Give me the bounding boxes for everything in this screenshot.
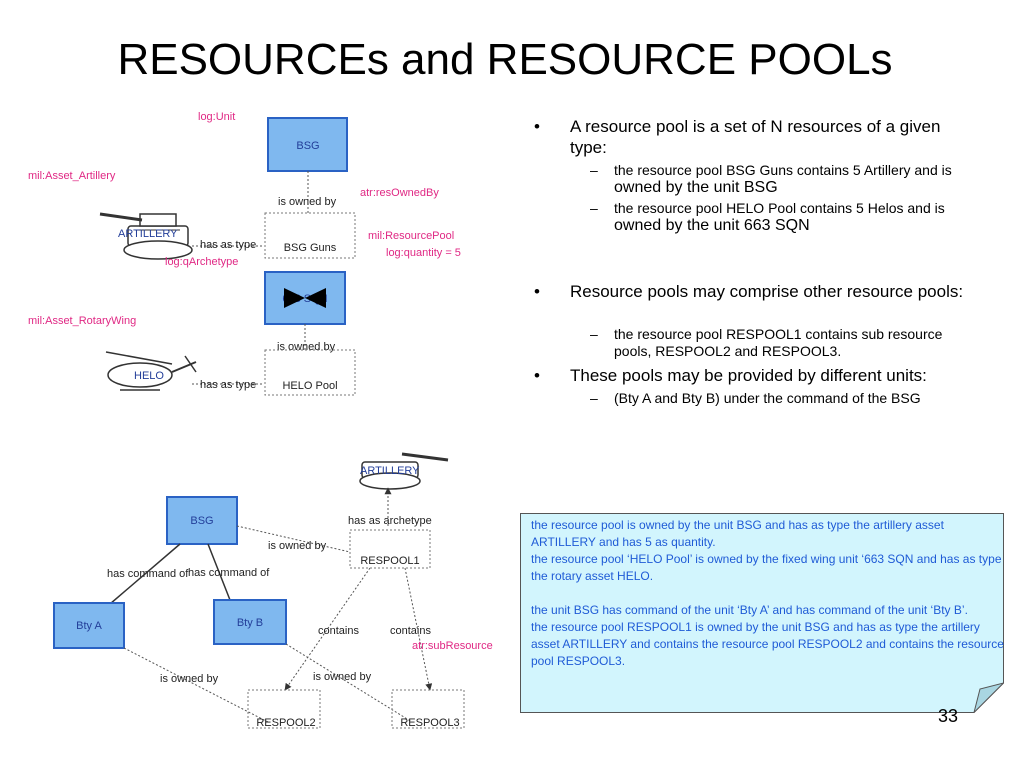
svg-text:RESPOOL1: RESPOOL1 <box>360 555 419 567</box>
edge-line <box>123 647 269 723</box>
resource-pool-diagram: log:Unit BSG is owned by mil:Asset_Artil… <box>28 111 493 729</box>
svg-text:BSG Guns: BSG Guns <box>284 242 337 254</box>
sub-bullet-2-1: – the resource pool RESPOOL1 contains su… <box>530 326 970 360</box>
top-node-helo-pool[interactable]: HELO Pool <box>264 349 356 396</box>
edge-label-has-type-1: has as type <box>200 239 256 251</box>
sub-bullet-1-1-text: the resource pool BSG Guns contains 5 Ar… <box>614 162 952 178</box>
bottom-node-respool1[interactable]: RESPOOL1 <box>349 529 431 569</box>
bottom-node-bsg[interactable]: BSG <box>166 496 238 545</box>
edge-label-command-b: has command of <box>188 567 270 579</box>
bullet-marker: • <box>534 282 540 301</box>
bottom-node-respool2[interactable]: RESPOOL2 <box>247 689 321 729</box>
label-artillery: ARTILLERY <box>118 228 178 240</box>
svg-text:Bty A: Bty A <box>76 620 102 632</box>
tank-icon-bottom <box>359 452 449 490</box>
top-annotation-log-unit: log:Unit <box>198 111 235 123</box>
svg-text:BSG: BSG <box>190 515 213 527</box>
sub-bullet-1-1-emphasis: owned by the unit BSG <box>614 179 778 196</box>
helicopter-icon <box>105 351 197 391</box>
edge-line <box>207 543 231 601</box>
sticky-note-shape <box>520 513 1004 713</box>
bullet-2: • Resource pools may comprise other reso… <box>530 281 970 302</box>
edge-line <box>285 643 413 723</box>
annotation-quantity: log:quantity = 5 <box>386 247 461 259</box>
sub-bullet-2-1-text: the resource pool RESPOOL1 contains sub … <box>614 326 943 359</box>
bullet-1: • A resource pool is a set of N resource… <box>530 116 970 158</box>
sub-bullet-1-2-emphasis: owned by the unit 663 SQN <box>614 217 810 234</box>
sub-bullet-3-1-text: (Bty A and Bty B) under the command of t… <box>614 390 921 406</box>
svg-text:HELO Pool: HELO Pool <box>282 380 337 392</box>
top-node-663-sqn[interactable]: 663 SQN <box>264 271 346 325</box>
edge-line <box>109 543 181 605</box>
top-node-bsg[interactable]: BSG <box>267 117 348 172</box>
sub-bullet-marker: – <box>590 326 598 342</box>
bottom-node-respool3[interactable]: RESPOOL3 <box>391 689 465 729</box>
edge-label-contains-2: contains <box>390 625 431 637</box>
annotation-archetype: log:qArchetype <box>165 256 238 268</box>
edge-label-owned-by-b: is owned by <box>313 671 372 683</box>
bullet-marker: • <box>534 366 540 385</box>
bullet-marker: • <box>534 117 540 136</box>
note-line-3 <box>531 585 1005 602</box>
annotation-res-owned-by: atr:resOwnedBy <box>360 187 439 199</box>
tank-icon <box>99 212 193 260</box>
label-artillery-bottom: ARTILLERY <box>360 465 420 477</box>
svg-text:BSG: BSG <box>296 140 319 152</box>
annotation-resource-pool: mil:ResourcePool <box>368 230 454 242</box>
annotation-sub-resource: atr:subResource <box>412 640 493 652</box>
svg-text:RESPOOL2: RESPOOL2 <box>256 717 315 729</box>
edge-label-owned-by-top: is owned by <box>268 540 327 552</box>
slide-title: RESOURCEs and RESOURCE POOLs <box>117 35 893 84</box>
bullet-1-text: A resource pool is a set of N resources … <box>570 117 941 157</box>
sub-bullet-marker: – <box>590 200 598 216</box>
svg-text:Bty B: Bty B <box>237 617 263 629</box>
top-node-bsg-guns[interactable]: BSG Guns <box>264 212 356 259</box>
bullet-3-text: These pools may be provided by different… <box>570 366 927 385</box>
edge-line <box>284 567 371 691</box>
edge-line <box>404 567 433 691</box>
edge-label-command-a: has command of <box>107 568 189 580</box>
edge-label-owned-by-1: is owned by <box>278 196 337 208</box>
sub-bullet-1-2: – the resource pool HELO Pool contains 5… <box>530 200 970 234</box>
annotation-asset-rotarywing: mil:Asset_RotaryWing <box>28 315 136 327</box>
edge-line <box>236 525 351 553</box>
sticky-note: the resource pool is owned by the unit B… <box>520 513 1004 713</box>
sub-bullet-3-1: – (Bty A and Bty B) under the command of… <box>530 390 970 407</box>
note-line-5: the resource pool RESPOOL1 is owned by t… <box>531 620 1004 668</box>
sub-bullet-marker: – <box>590 162 598 178</box>
edge-label-contains-1: contains <box>318 625 359 637</box>
edge-label-has-archetype: has as archetype <box>348 515 432 527</box>
bottom-node-bty-b[interactable]: Bty B <box>213 599 287 645</box>
edge-label-has-type-2: has as type <box>200 379 256 391</box>
sticky-note-text: the resource pool is owned by the unit B… <box>531 517 1005 670</box>
sub-bullet-1-1: – the resource pool BSG Guns contains 5 … <box>530 162 970 196</box>
annotation-asset-artillery: mil:Asset_Artillery <box>28 170 116 182</box>
note-line-1: the resource pool is owned by the unit B… <box>531 518 944 549</box>
sub-bullet-1-2-text: the resource pool HELO Pool contains 5 H… <box>614 200 945 216</box>
note-line-4: the unit BSG has command of the unit ‘Bt… <box>531 603 968 617</box>
svg-text:RESPOOL3: RESPOOL3 <box>400 717 459 729</box>
label-helo: HELO <box>134 370 164 382</box>
bottom-node-bty-a[interactable]: Bty A <box>53 602 125 649</box>
sub-bullet-marker: – <box>590 390 598 406</box>
svg-text:log:Unit: log:Unit <box>198 111 235 123</box>
note-line-2: the resource pool ‘HELO Pool’ is owned b… <box>531 552 1002 583</box>
edge-label-owned-by-a: is owned by <box>160 673 219 685</box>
bullet-2-text: Resource pools may comprise other resour… <box>570 282 964 301</box>
bullet-3: • These pools may be provided by differe… <box>530 365 970 386</box>
slide-number: 33 <box>938 706 959 726</box>
edge-label-owned-by-2: is owned by <box>277 341 336 353</box>
bullet-list: • A resource pool is a set of N resource… <box>530 116 970 407</box>
